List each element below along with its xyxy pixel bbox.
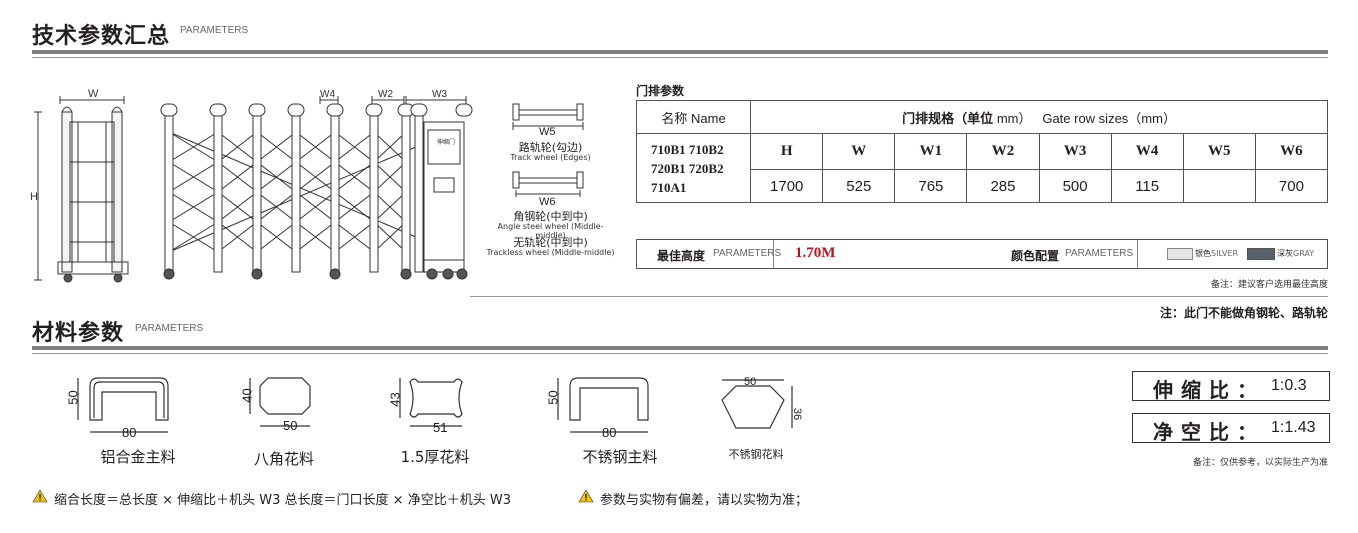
warning-icon: [32, 489, 48, 503]
deviation-text: 参数与实物有偏差，请以实物为准；: [600, 493, 809, 508]
best-height-note: 备注：建议客户选用最佳高度: [1210, 280, 1328, 290]
col-w: W: [822, 133, 896, 170]
gray-label: 深灰GRAY: [1277, 249, 1315, 258]
m1-w: 80: [122, 425, 137, 440]
color-config-sub: PARAMETERS: [1065, 248, 1134, 259]
dim-h-label: H: [30, 191, 38, 203]
gate-diagram: W H: [30, 88, 473, 283]
m3-name: 1.5厚花料: [400, 448, 470, 466]
section-subtitle-technical: PARAMETERS: [180, 25, 249, 36]
stretch-ratio-value: 1:0.3: [1271, 377, 1307, 394]
silver-swatch: [1167, 248, 1193, 260]
warning-note: 注：此门不能做角钢轮、路轨轮: [1159, 306, 1328, 320]
section-title-technical: 技术参数汇总: [32, 24, 171, 49]
dim-w6-label: W6: [539, 196, 556, 208]
gray-swatch: [1247, 248, 1275, 260]
best-height-label: 最佳高度: [657, 249, 706, 263]
dim-w-label: W: [88, 88, 99, 100]
val-w1: 765: [894, 169, 968, 203]
m4-name: 不锈钢主料: [582, 448, 658, 466]
val-h: 1700: [750, 169, 824, 203]
track-wheel-cn: 路轨轮(勾边): [518, 141, 583, 154]
m3-h: 43: [387, 392, 403, 407]
m2-h: 40: [239, 388, 255, 403]
angle-wheel-cn: 角钢轮(中到中): [513, 210, 588, 223]
dim-w3-label: W3: [432, 89, 447, 100]
dim-w4-label: W4: [320, 89, 335, 100]
best-height-sub: PARAMETERS: [713, 248, 782, 259]
stretch-ratio-label: 伸缩比：: [1153, 378, 1265, 402]
col-h: H: [750, 133, 824, 170]
clear-ratio-box: 净空比： 1:1.43: [1132, 413, 1330, 444]
col-w3: W3: [1038, 133, 1112, 170]
dim-w5-label: W5: [539, 126, 556, 138]
val-w: 525: [822, 169, 896, 203]
clear-ratio-label: 净空比：: [1153, 420, 1265, 444]
val-w4: 115: [1110, 169, 1184, 203]
model-cell: 710B1 710B2 720B1 720B2 710A1: [635, 133, 752, 203]
col-w1: W1: [894, 133, 968, 170]
m5-h: 36: [791, 407, 804, 421]
m5-name: 不锈钢花料: [728, 448, 784, 461]
m1-h: 50: [65, 390, 81, 405]
section-rule-thin: [32, 57, 1328, 58]
logo-text: 伸缩门: [437, 138, 455, 146]
size-header: 门排规格（单位 mm） Gate row sizes（mm）: [750, 100, 1328, 134]
name-header: 名称 Name: [635, 100, 752, 134]
stretch-ratio-box: 伸缩比： 1:0.3: [1132, 371, 1330, 402]
m2-name: 八角花料: [253, 450, 314, 468]
warning-icon: [578, 489, 594, 503]
col-w5: W5: [1182, 133, 1256, 170]
silver-label: 银色SILVER: [1195, 249, 1239, 258]
col-w2: W2: [966, 133, 1040, 170]
dim-w2-label: W2: [378, 89, 393, 100]
color-config-label: 颜色配置: [1011, 249, 1060, 263]
best-height-value: 1.70M: [795, 245, 836, 261]
material-profiles: [77, 377, 793, 433]
section-rule-2-thin: [32, 353, 1328, 354]
m1-name: 铝合金主料: [100, 448, 176, 466]
m4-w: 80: [602, 425, 617, 440]
val-w2: 285: [966, 169, 1040, 203]
clear-ratio-value: 1:1.43: [1271, 419, 1316, 436]
trackless-wheel-cn: 无轨轮(中到中): [513, 236, 588, 249]
wheel-diagrams: [512, 103, 584, 197]
angle-wheel-en: Angle steel wheel (Middle-middle): [497, 222, 604, 240]
best-height-bar: 最佳高度 PARAMETERS 1.70M 颜色配置 PARAMETERS 银色…: [636, 239, 1328, 269]
m5-w: 50: [744, 376, 757, 388]
formula-text: 缩合长度＝总长度 × 伸缩比＋机头 W3 总长度＝门口长度 × 净空比＋机头 W…: [54, 493, 511, 508]
divider-line: [470, 296, 1328, 297]
col-w6: W6: [1254, 133, 1329, 170]
spec-table: 名称 Name 门排规格（单位 mm） Gate row sizes（mm） 7…: [635, 100, 1329, 203]
section-title-materials: 材料参数: [32, 321, 125, 346]
val-w6: 700: [1254, 169, 1329, 203]
val-w3: 500: [1038, 169, 1112, 203]
track-wheel-en: Track wheel (Edges): [510, 153, 591, 162]
section-rule-2: [32, 346, 1328, 350]
m3-w: 51: [433, 420, 448, 435]
m4-h: 50: [545, 390, 561, 405]
val-w5: [1182, 169, 1256, 203]
section-rule: [32, 50, 1328, 54]
col-w4: W4: [1110, 133, 1184, 170]
spec-caption: 门排参数: [636, 84, 685, 98]
ratio-note: 备注：仅供参考，以实际生产为准: [1192, 458, 1328, 468]
trackless-wheel-en: Trackless wheel (Middle-middle): [486, 248, 615, 257]
section-subtitle-materials: PARAMETERS: [135, 323, 204, 334]
m2-w: 50: [283, 418, 298, 433]
